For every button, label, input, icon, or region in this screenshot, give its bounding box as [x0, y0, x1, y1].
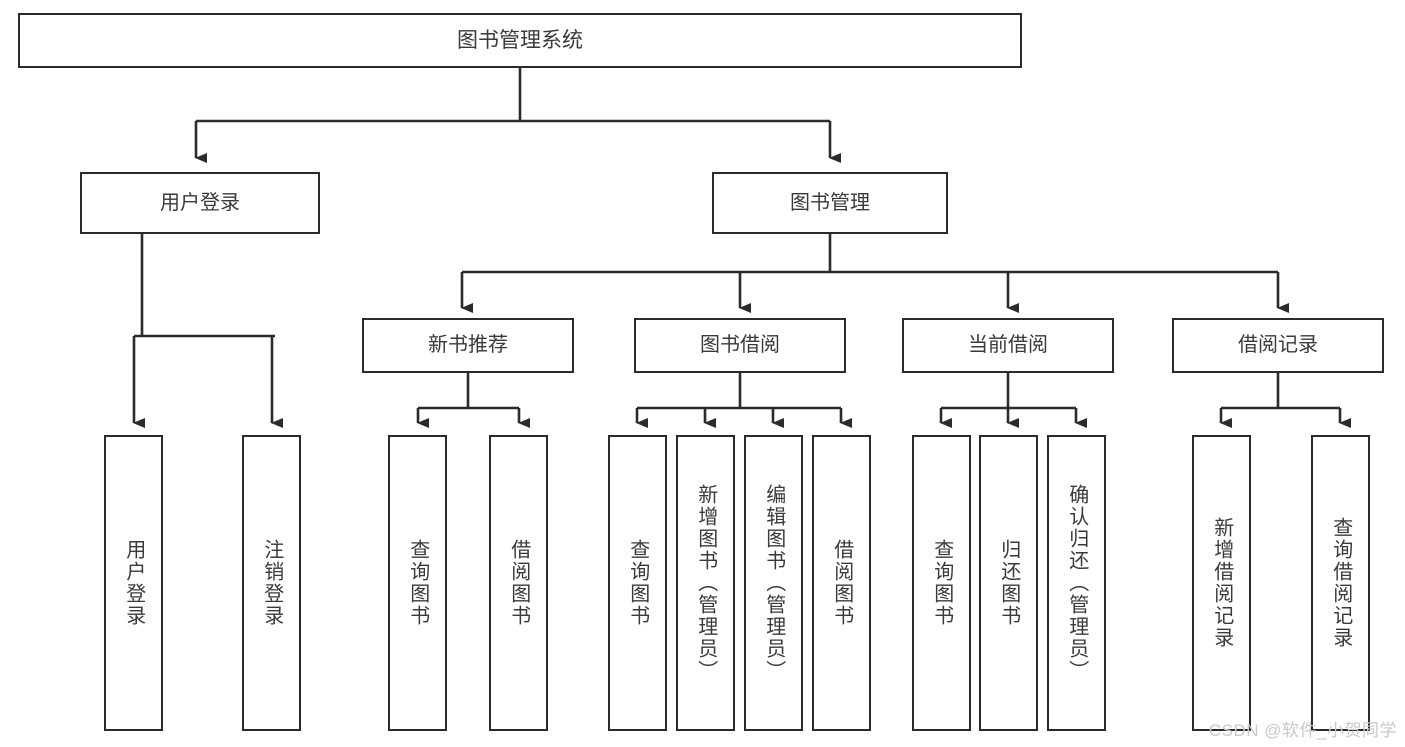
- leaf-record-query-record[interactable]: 查询借阅记录: [1311, 435, 1370, 731]
- node-label: 归还图书: [997, 539, 1020, 627]
- leaf-borrow-edit-book-admin[interactable]: 编辑图书（管理员）: [744, 435, 803, 731]
- node-label: 图书管理系统: [457, 28, 583, 52]
- node-label: 用户登录: [122, 539, 145, 627]
- node-new-book-recommend[interactable]: 新书推荐: [362, 318, 574, 373]
- leaf-current-return-book[interactable]: 归还图书: [979, 435, 1038, 731]
- leaf-borrow-add-book-admin[interactable]: 新增图书（管理员）: [676, 435, 735, 731]
- node-label: 查询借阅记录: [1329, 517, 1352, 649]
- node-label: 查询图书: [406, 539, 429, 627]
- node-book-management[interactable]: 图书管理: [712, 172, 948, 234]
- node-user-login[interactable]: 用户登录: [80, 172, 320, 234]
- leaf-user-login-signin[interactable]: 用户登录: [104, 435, 163, 731]
- node-label: 图书管理: [790, 191, 870, 214]
- node-label: 注销登录: [260, 539, 283, 627]
- node-label: 确认归还（管理员）: [1065, 484, 1088, 682]
- leaf-record-add-record[interactable]: 新增借阅记录: [1192, 435, 1251, 731]
- node-label: 编辑图书（管理员）: [762, 484, 785, 682]
- node-label: 查询图书: [626, 539, 649, 627]
- leaf-current-query-book[interactable]: 查询图书: [912, 435, 971, 731]
- node-label: 新书推荐: [428, 334, 508, 357]
- node-current-borrow[interactable]: 当前借阅: [902, 318, 1114, 373]
- node-label: 图书借阅: [700, 334, 780, 357]
- node-root-system[interactable]: 图书管理系统: [18, 13, 1022, 68]
- leaf-borrow-query-book[interactable]: 查询图书: [608, 435, 667, 731]
- node-borrow-record[interactable]: 借阅记录: [1172, 318, 1384, 373]
- node-book-borrow[interactable]: 图书借阅: [634, 318, 846, 373]
- node-label: 借阅图书: [830, 539, 853, 627]
- node-label: 借阅图书: [507, 539, 530, 627]
- node-label: 当前借阅: [968, 334, 1048, 357]
- leaf-recommend-borrow-book[interactable]: 借阅图书: [489, 435, 548, 731]
- leaf-current-confirm-return-admin[interactable]: 确认归还（管理员）: [1047, 435, 1106, 731]
- node-label: 借阅记录: [1238, 334, 1318, 357]
- node-label: 新增图书（管理员）: [694, 484, 717, 682]
- node-label: 查询图书: [930, 539, 953, 627]
- leaf-recommend-query-book[interactable]: 查询图书: [388, 435, 447, 731]
- leaf-borrow-borrow-book[interactable]: 借阅图书: [812, 435, 871, 731]
- node-label: 用户登录: [160, 191, 240, 214]
- leaf-user-login-signout[interactable]: 注销登录: [242, 435, 301, 731]
- csdn-watermark: CSDN @软件_小贺同学: [1208, 721, 1397, 740]
- node-label: 新增借阅记录: [1210, 517, 1233, 649]
